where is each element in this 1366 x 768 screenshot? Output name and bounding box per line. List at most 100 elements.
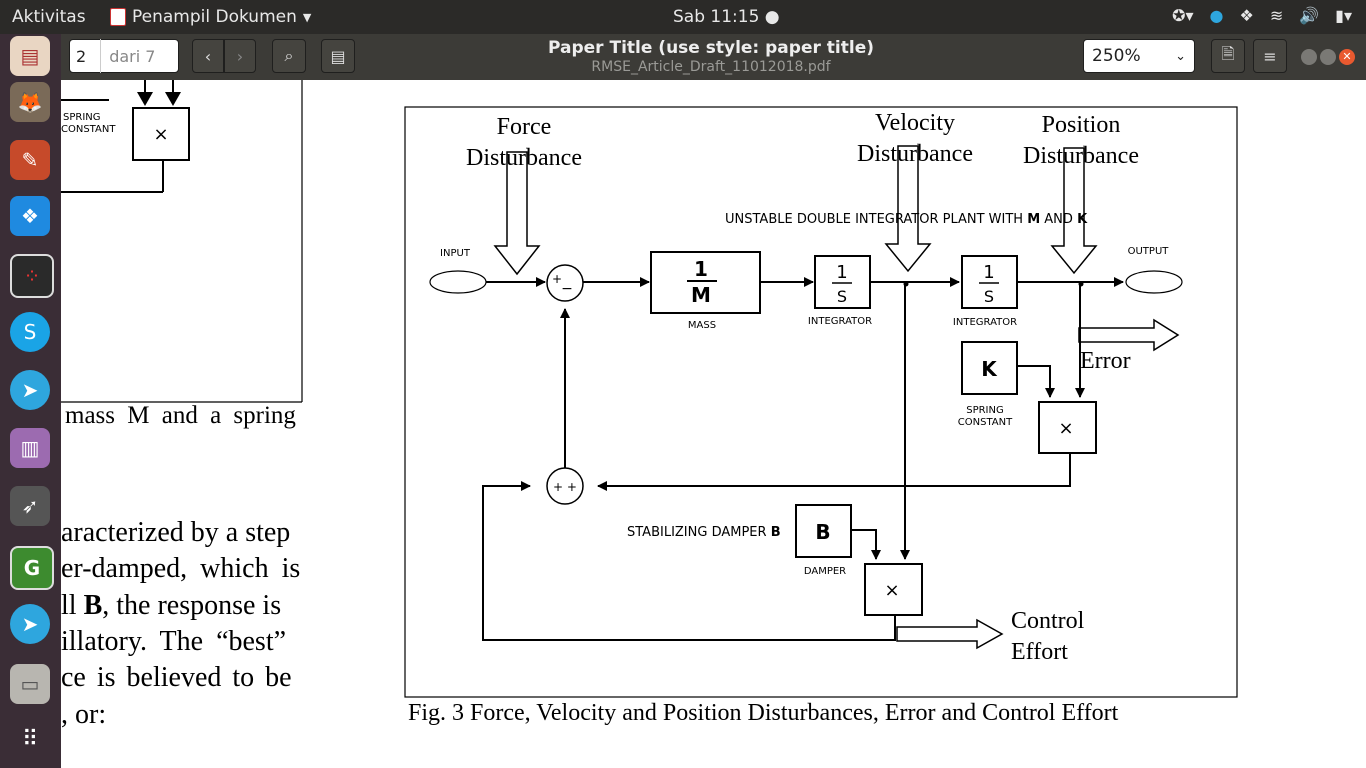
left-spring-label-2: CONSTANT xyxy=(61,124,116,135)
stabilizing-damper-label: STABILIZING DAMPER B xyxy=(627,525,781,540)
error-arrow xyxy=(1078,318,1180,352)
input-terminal xyxy=(429,270,487,294)
gradle-icon[interactable]: G xyxy=(10,546,54,590)
zoom-value: 250% xyxy=(1092,46,1141,66)
volume-icon[interactable]: 🔊 xyxy=(1299,6,1320,25)
app-menu[interactable]: Penampil Dokumen ▼ xyxy=(110,7,311,27)
body-line-2: er-damped, which is xyxy=(61,553,301,584)
apps-grid-icon[interactable]: ⠿ xyxy=(21,726,39,752)
system-tray[interactable]: ✪▾ ● ❖ ≋ 🔊 ▮▾ xyxy=(1172,6,1352,25)
document-filename: RMSE_Article_Draft_11012018.pdf xyxy=(591,59,831,75)
battery-icon[interactable]: ▮▾ xyxy=(1335,6,1352,25)
spring-constant-label-2: CONSTANT xyxy=(958,417,1013,428)
chevron-left-icon: ‹ xyxy=(204,46,212,66)
left-multiply-label: × xyxy=(153,124,168,145)
clock-label: Sab 11:15 xyxy=(673,7,760,27)
integrator-1-block xyxy=(814,255,871,309)
page-number[interactable]: 2 xyxy=(76,46,87,66)
presentation-icon[interactable]: ▤ xyxy=(10,36,50,76)
integrator-2-denominator: S xyxy=(984,287,994,306)
dropbox-icon[interactable]: ❖ xyxy=(10,196,50,236)
zoom-select[interactable]: 250% ⌄ xyxy=(1083,39,1195,73)
velocity-disturbance-label-2: Disturbance xyxy=(857,141,973,167)
page-total: dari 7 xyxy=(100,39,155,73)
app-red-icon[interactable]: ⁘ xyxy=(10,254,54,298)
damper-label: DAMPER xyxy=(804,566,846,577)
body-line-3-pre: ll xyxy=(61,590,84,621)
multiplier-k-symbol: × xyxy=(1058,418,1073,439)
telegram-icon[interactable]: ➤ xyxy=(10,604,50,644)
output-label: OUTPUT xyxy=(1128,246,1170,257)
position-disturbance-label-1: Position xyxy=(1042,112,1121,138)
gimp-icon[interactable]: 🦊 xyxy=(10,82,50,122)
integrator-2-numerator: 1 xyxy=(983,262,994,283)
control-effort-label-2: Effort xyxy=(1011,639,1068,665)
header-bar: 2 dari 7 ‹ › ⌕ ▤ Paper Title (use style:… xyxy=(61,34,1366,80)
chevron-down-icon: ▼ xyxy=(302,10,312,24)
maximize-button[interactable] xyxy=(1320,49,1336,65)
activities-button[interactable]: Aktivitas xyxy=(12,7,86,27)
multiplier-b-block xyxy=(864,563,923,616)
spring-constant-block xyxy=(961,341,1018,395)
page-number-entry[interactable]: 2 dari 7 xyxy=(69,39,179,73)
force-disturbance-label-1: Force xyxy=(497,114,552,140)
integrator-1-label: INTEGRATOR xyxy=(808,316,872,327)
next-page-button[interactable]: › xyxy=(224,39,256,73)
rocket-icon[interactable]: ➶ xyxy=(10,486,50,526)
mass-denominator: M xyxy=(691,283,711,307)
chevron-down-icon: ⌄ xyxy=(1175,48,1186,64)
body-line-3: ll B, the response is xyxy=(61,590,281,622)
previous-page-button[interactable]: ‹ xyxy=(192,39,224,73)
document-title: Paper Title (use style: paper title) xyxy=(548,38,874,58)
close-button[interactable]: ✕ xyxy=(1339,49,1355,65)
minimize-button[interactable] xyxy=(1301,49,1317,65)
window-controls: ✕ xyxy=(1301,49,1355,65)
body-line-3-post: , the response is xyxy=(102,590,282,621)
clock[interactable]: Sab 11:15 ● xyxy=(673,7,780,27)
left-figure: SPRING CONSTANT × xyxy=(61,80,303,403)
body-line-3-bold: B xyxy=(83,590,103,621)
tools-icon[interactable]: ✎ xyxy=(10,140,50,180)
body-line-1: aracterized by a step xyxy=(61,517,291,548)
left-spring-label-1: SPRING xyxy=(63,112,101,123)
sum-bottom-plus: + + xyxy=(553,480,577,494)
skype-icon[interactable]: S xyxy=(10,312,50,352)
annotate-button[interactable]: 🗎 xyxy=(1211,39,1245,73)
velocity-disturbance-label-1: Velocity xyxy=(875,110,955,136)
document-edit-icon: 🗎 xyxy=(1221,43,1235,63)
error-label: Error xyxy=(1080,348,1131,374)
integrator-2-label: INTEGRATOR xyxy=(953,317,1017,328)
hamburger-icon: ≡ xyxy=(1263,46,1277,66)
top-bar: Aktivitas Penampil Dokumen ▼ Sab 11:15 ●… xyxy=(0,0,1366,34)
spring-constant-k: K xyxy=(981,357,998,381)
block-diagram: Force Disturbance Velocity Disturbance P… xyxy=(404,106,1238,698)
velocity-disturbance-arrow xyxy=(884,145,932,273)
files-icon[interactable]: ▭ xyxy=(10,664,50,704)
integrator-1-denominator: S xyxy=(837,287,847,306)
left-caption-fragment: mass M and a spring xyxy=(65,402,296,429)
wifi-icon[interactable]: ≋ xyxy=(1269,6,1284,25)
body-line-6: , or: xyxy=(61,699,107,730)
chevron-right-icon: › xyxy=(236,46,244,66)
accessibility-icon[interactable]: ✪▾ xyxy=(1172,6,1194,25)
pinball-icon[interactable]: ▥ xyxy=(10,428,50,468)
position-disturbance-arrow xyxy=(1050,147,1098,275)
telegram-icon[interactable]: ➤ xyxy=(10,370,50,410)
dropbox-tray-icon[interactable]: ❖ xyxy=(1239,6,1254,25)
force-disturbance-label-2: Disturbance xyxy=(466,145,582,171)
sidebar-toggle-button[interactable]: ▤ xyxy=(321,39,355,73)
document-viewer-icon xyxy=(110,8,126,26)
dock: ▤ 🦊 ✎ ❖ ⁘ S ➤ ▥ ➶ G ➤ ▭ ⠿ xyxy=(0,34,61,768)
control-effort-arrow xyxy=(896,618,1004,650)
document-view[interactable]: SPRING CONSTANT × mass M and a spring ar… xyxy=(61,80,1366,768)
position-disturbance-label-2: Disturbance xyxy=(1023,143,1139,169)
menu-button[interactable]: ≡ xyxy=(1253,39,1287,73)
telegram-tray-icon[interactable]: ● xyxy=(1209,6,1224,25)
app-menu-label: Penampil Dokumen xyxy=(132,7,297,27)
output-terminal xyxy=(1125,270,1183,294)
plant-title: UNSTABLE DOUBLE INTEGRATOR PLANT WITH M … xyxy=(725,212,1088,227)
search-button[interactable]: ⌕ xyxy=(272,39,306,73)
sum-top-minus: − xyxy=(561,281,573,297)
search-icon: ⌕ xyxy=(284,46,294,65)
sidebar-icon: ▤ xyxy=(330,46,346,66)
